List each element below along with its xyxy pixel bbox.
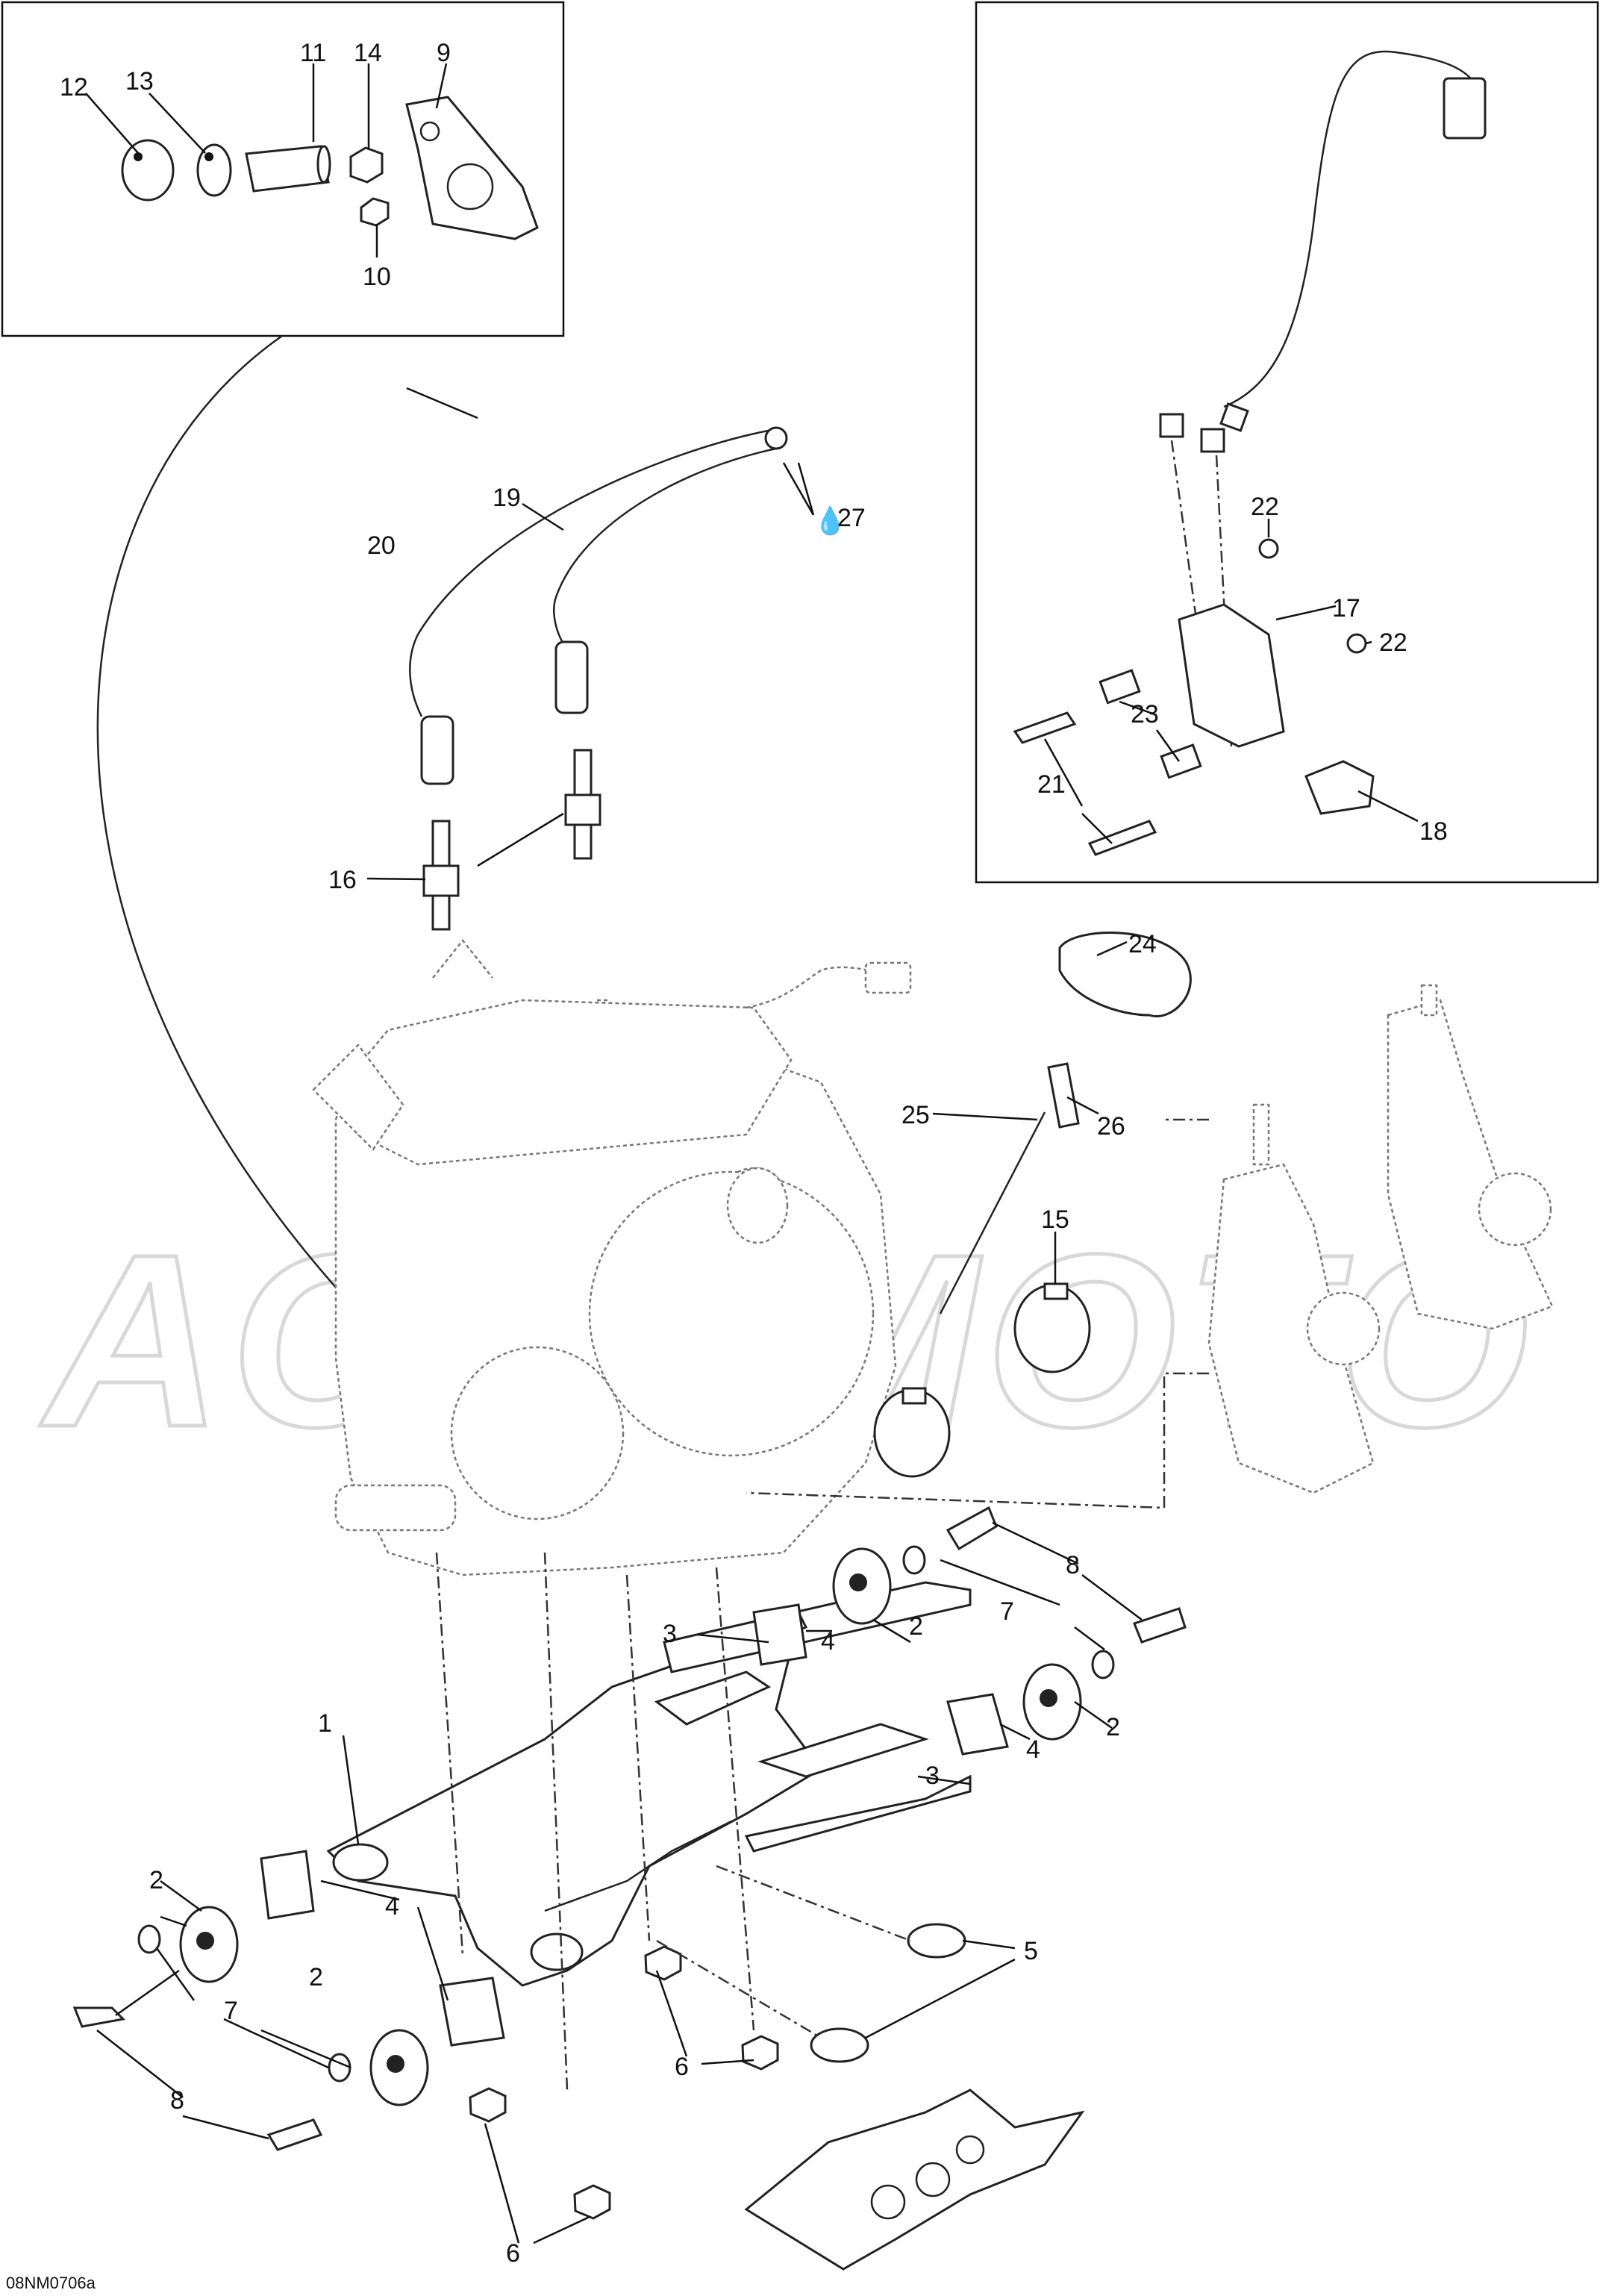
coil-connector <box>1443 77 1487 140</box>
callout-14: 14 <box>354 39 382 67</box>
part-16-spark-plug-left <box>422 820 460 931</box>
part-4-bushing-1 <box>752 1603 807 1666</box>
part-4-bushing-2 <box>946 1693 1009 1756</box>
part-6-nut-4 <box>573 2184 611 2220</box>
part-24-strap <box>1058 932 1192 1017</box>
magneto-cover <box>450 1346 625 1520</box>
callout-6b: 6 <box>506 2239 520 2268</box>
callout-2a: 2 <box>909 1612 923 1641</box>
frame-support <box>744 2088 1085 2271</box>
callout-20: 20 <box>367 531 396 560</box>
callout-12: 12 <box>60 73 88 102</box>
callout-22b: 22 <box>1379 628 1407 657</box>
callout-2b: 2 <box>1106 1713 1120 1741</box>
part-13-washer <box>196 143 232 197</box>
callout-4a: 4 <box>821 1627 835 1656</box>
callout-7a: 7 <box>1000 1597 1014 1626</box>
callout-4b: 4 <box>1026 1735 1040 1764</box>
part-7-washer-4 <box>328 2053 351 2083</box>
inset-ignition-parts <box>1013 50 1487 856</box>
part-16-spark-plug-right <box>564 749 601 860</box>
callout-4c: 4 <box>385 1892 399 1921</box>
part-11-spacer <box>245 145 330 193</box>
part-26-sleeve <box>1047 1062 1080 1129</box>
part-7-washer-3 <box>137 1924 161 1954</box>
part-20-wire <box>409 428 777 717</box>
carburetor-front <box>1207 1163 1375 1494</box>
part-4-bushing-4 <box>439 1977 505 2047</box>
callout-17: 17 <box>1332 594 1360 623</box>
spark-plug-assembly: 💧 <box>409 426 847 931</box>
callout-7b: 7 <box>224 1997 238 2025</box>
inset-box-ignition-coil <box>975 1 1599 884</box>
part-4-bushing-3 <box>260 1850 315 1920</box>
part-8-bolt-3 <box>72 2006 126 2028</box>
part-8-bolt-2 <box>1133 1607 1187 1644</box>
part-6-nut-2 <box>741 2035 779 2071</box>
callout-27: 27 <box>837 504 866 532</box>
plug-boot-right <box>554 640 589 714</box>
callout-labels: 12 13 11 14 9 10 19 20 27 16 22 17 22 23… <box>60 39 1448 2268</box>
part-17-ignition-coil <box>1178 603 1285 748</box>
figure-code: 08NM0706a <box>6 2274 96 2292</box>
part-8-bolt-1 <box>946 1506 998 1551</box>
callout-22a: 22 <box>1251 493 1279 521</box>
callout-21: 21 <box>1037 770 1066 799</box>
part-22-nut <box>1258 538 1279 559</box>
coil-harness-wire <box>1223 50 1475 408</box>
part-9-bracket <box>405 96 539 240</box>
part-6-nut-3 <box>469 2087 507 2123</box>
part-6-nut-1 <box>644 1945 682 1981</box>
callout-3b: 3 <box>925 1762 940 1790</box>
inset-mounting-parts <box>121 96 539 240</box>
part-23-spacer <box>1099 669 1141 705</box>
callout-1: 1 <box>318 1709 332 1738</box>
engine-ghost <box>312 938 912 1576</box>
part-10-bolt <box>360 197 390 227</box>
callout-8b: 8 <box>170 2086 184 2115</box>
callout-13: 13 <box>125 67 154 96</box>
callout-2c: 2 <box>149 1866 163 1894</box>
leader-lines <box>85 63 1419 2244</box>
callout-3a: 3 <box>663 1620 677 1648</box>
callout-2d: 2 <box>309 1963 323 1991</box>
callout-10: 10 <box>363 263 391 291</box>
carburetors-ghost <box>746 984 1554 1509</box>
part-7-washer-1 <box>902 1545 926 1575</box>
part-5-stopper-right <box>907 1923 966 1959</box>
callout-6a: 6 <box>675 2053 689 2081</box>
engine-mount-assembly <box>72 1506 1187 2271</box>
part-5-stopper-left <box>810 2027 869 2063</box>
part-21-bolt <box>1013 711 1077 744</box>
callout-24: 24 <box>1128 930 1157 958</box>
callout-26: 26 <box>1097 1112 1125 1141</box>
coil-terminal <box>1159 413 1184 438</box>
inset-box-mounting-plate <box>1 1 565 337</box>
callout-11: 11 <box>300 39 326 67</box>
inset-connector-curve <box>96 334 523 1464</box>
svg-text:💧: 💧 <box>813 505 847 537</box>
part-8-bolt-4 <box>266 2118 323 2151</box>
intake-clamps <box>873 932 1192 1478</box>
callout-15: 15 <box>1041 1205 1069 1234</box>
part-7-washer-2 <box>1091 1650 1115 1679</box>
part-12-washer <box>121 139 175 202</box>
part-3-shaft-upper <box>663 1581 972 1673</box>
callout-9: 9 <box>437 39 451 67</box>
callout-25: 25 <box>901 1101 930 1129</box>
part-14-nut <box>349 146 384 184</box>
callout-18: 18 <box>1419 817 1448 846</box>
part-25-hose <box>939 1111 1046 1314</box>
callout-19: 19 <box>493 484 521 512</box>
part-19-wire <box>553 446 781 650</box>
carburetor-rear <box>1387 999 1554 1330</box>
cylinder-head <box>349 999 793 1166</box>
callout-23: 23 <box>1131 700 1159 729</box>
callout-16: 16 <box>328 866 357 894</box>
part-18-clip <box>1304 760 1375 815</box>
callout-5: 5 <box>1024 1937 1038 1965</box>
plug-boot-left <box>420 715 454 785</box>
callout-8a: 8 <box>1066 1551 1080 1579</box>
